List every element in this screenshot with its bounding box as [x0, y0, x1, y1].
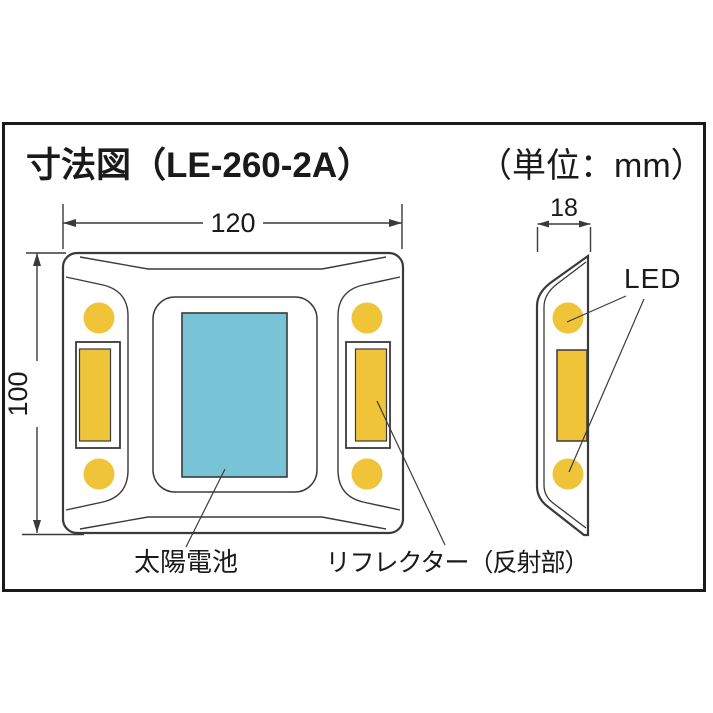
leader-led-bottom	[568, 298, 645, 473]
front-right-wing-contour	[337, 276, 401, 511]
side-view	[535, 253, 590, 537]
reflector-side-lens	[556, 349, 588, 442]
arrowhead-right	[389, 219, 402, 227]
led-circle-side-bottom	[552, 458, 584, 490]
dimension-120: 120	[62, 204, 403, 249]
dimension-value-height: 100	[3, 371, 33, 416]
leader-reflector	[376, 400, 446, 546]
dimension-value-depth: 18	[550, 194, 578, 222]
label-reflector: リフレクター（反射部）	[325, 549, 588, 577]
unit-note: （単位：mm）	[478, 147, 705, 185]
leader-lines	[185, 295, 645, 548]
arrowhead-left	[63, 219, 76, 227]
arrowhead-top	[33, 253, 41, 266]
led-circle-front-bottom-right	[351, 458, 383, 490]
dimension-value-width: 120	[210, 208, 255, 238]
led-circle-front-bottom-left	[83, 458, 115, 490]
label-led: LED	[624, 263, 681, 294]
arrowhead-left	[537, 220, 549, 228]
reflector-left-lens	[78, 348, 112, 442]
page-title: 寸法図（LE-260-2A）	[26, 146, 372, 185]
arrowhead-bottom	[33, 520, 41, 533]
led-circle-front-top-left	[83, 302, 115, 334]
arrowhead-right	[579, 220, 591, 228]
front-top-bevel-line	[79, 256, 387, 270]
leader-led-top	[566, 295, 627, 323]
front-view	[61, 251, 405, 535]
front-bottom-bevel-line	[79, 516, 387, 530]
side-inner-contour	[543, 261, 587, 529]
dimension-18: 18	[536, 194, 592, 252]
dimension-100: 100	[3, 252, 84, 536]
solar-cell-panel	[181, 312, 288, 478]
led-circle-front-top-right	[351, 302, 383, 334]
leader-solar-cell	[185, 468, 226, 548]
front-left-wing-contour	[65, 276, 129, 511]
led-circle-side-top	[552, 302, 584, 334]
reflector-right-lens	[354, 348, 388, 442]
label-solar-cell: 太陽電池	[134, 547, 238, 577]
